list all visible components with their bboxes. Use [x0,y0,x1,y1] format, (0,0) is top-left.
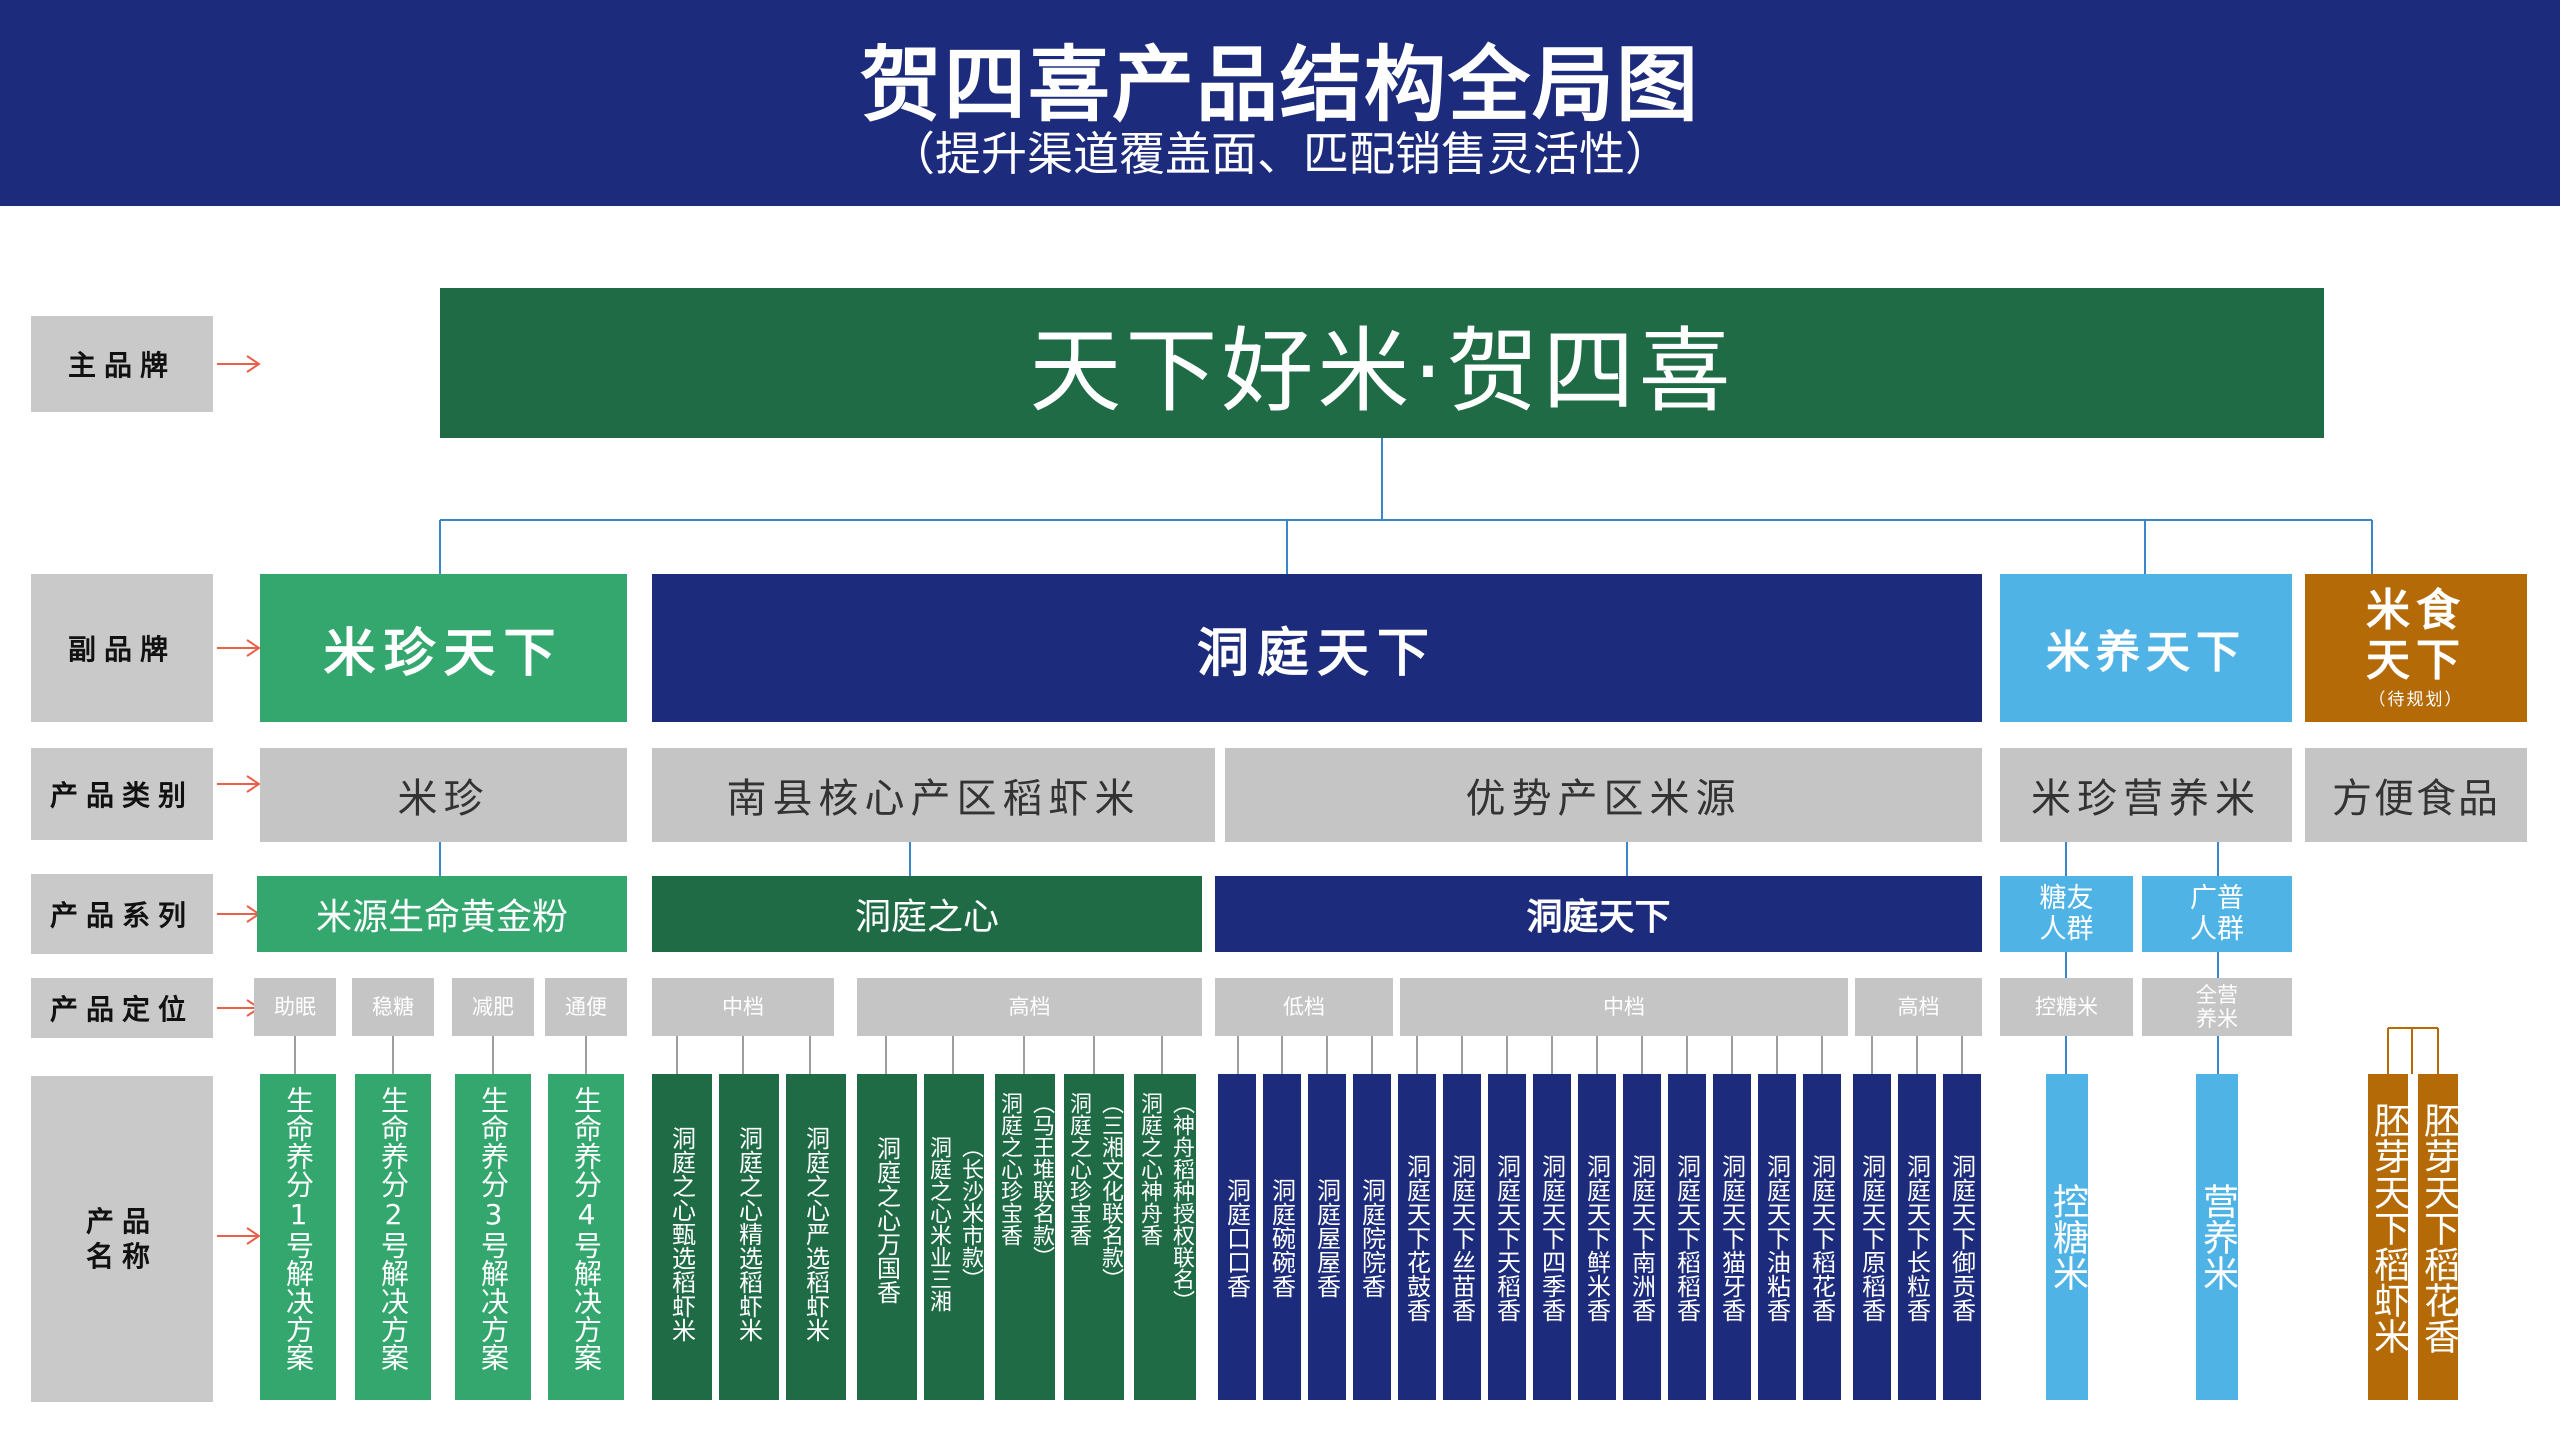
category-mizhen: 米珍 [260,748,627,842]
product-tx-mid: 洞庭天下油粘香 [1758,1074,1796,1400]
arrow-right-icon [217,905,261,923]
product-mizhen: 生命养分1号解决方案 [260,1074,336,1400]
product-tx-mid: 洞庭天下猫牙香 [1713,1074,1751,1400]
position-wentang: 稳糖 [352,978,434,1036]
product-tx-mid: 洞庭天下鲜米香 [1578,1074,1616,1400]
main-brand-box: 天下好米·贺四喜 [440,288,2324,438]
product-tx-mid: 洞庭天下花鼓香 [1398,1074,1436,1400]
position-quanying: 全营 养米 [2142,978,2292,1036]
position-zhumian: 助眠 [254,978,336,1036]
category-youshi: 优势产区米源 [1215,748,1982,842]
arrow-right-icon [217,1227,261,1245]
sub-brand-dongting: 洞庭天下 [652,574,1982,722]
position-tx-high: 高档 [1855,978,1982,1036]
header-bar [0,0,2560,206]
product-heart-high: 洞庭之心珍宝香（三湘文化联名款） [1064,1074,1124,1400]
series-mizhen: 米源生命黄金粉 [257,876,627,952]
product-tx-high: 洞庭天下长粒香 [1898,1074,1936,1400]
product-tx-low: 洞庭碗碗香 [1263,1074,1301,1400]
product-mishi: 胚芽天下稻花香 [2418,1074,2459,1400]
position-jianfei: 减肥 [452,978,534,1036]
product-tx-mid: 洞庭天下稻花香 [1803,1074,1841,1400]
arrow-right-icon [217,639,261,657]
position-heart-high: 高档 [857,978,1202,1036]
series-dongting-tianxia: 洞庭天下 [1215,876,1982,952]
row-label-category: 产品类别 [31,748,213,840]
product-tx-low: 洞庭屋屋香 [1308,1074,1346,1400]
product-kongtang: 控糖米 [2046,1074,2088,1400]
series-dongting-heart: 洞庭之心 [652,876,1202,952]
product-tx-high: 洞庭天下御贡香 [1943,1074,1981,1400]
product-tx-mid: 洞庭天下天稻香 [1488,1074,1526,1400]
product-mizhen: 生命养分2号解决方案 [355,1074,431,1400]
position-kongtang: 控糖米 [2000,978,2133,1036]
position-tx-mid: 中档 [1400,978,1848,1036]
sub-brand-miyang: 米养天下 [2000,574,2292,722]
product-mizhen: 生命养分3号解决方案 [455,1074,531,1400]
product-tx-mid: 洞庭天下稻稻香 [1668,1074,1706,1400]
product-tx-mid: 洞庭天下南洲香 [1623,1074,1661,1400]
product-heart-high: 洞庭之心万国香 [857,1074,917,1400]
product-tx-mid: 洞庭天下四季香 [1533,1074,1571,1400]
product-mizhen: 生命养分4号解决方案 [548,1074,624,1400]
page-subtitle: （提升渠道覆盖面、匹配销售灵活性） [889,127,1671,181]
sub-brand-mishi-note: （待规划） [2368,689,2464,710]
position-heart-mid: 中档 [652,978,834,1036]
arrow-right-icon [217,355,261,373]
product-heart-mid: 洞庭之心甄选稻虾米 [652,1074,712,1400]
product-heart-high: 洞庭之心珍宝香（马王堆联名款） [995,1074,1055,1400]
position-tongbian: 通便 [545,978,627,1036]
product-tx-mid: 洞庭天下丝苗香 [1443,1074,1481,1400]
category-yingyang: 米珍营养米 [2000,748,2292,842]
sub-brand-mishi: 米食 天下 （待规划） [2305,574,2527,722]
series-tangyou: 糖友 人群 [2000,876,2133,952]
arrow-right-icon [217,775,261,793]
position-tx-low: 低档 [1215,978,1393,1036]
row-label-series: 产品系列 [31,874,213,954]
sub-brand-mishi-label: 米食 天下 [2366,585,2466,686]
sub-brand-mizhen: 米珍天下 [260,574,627,722]
category-nanxian: 南县核心产区稻虾米 [652,748,1215,842]
row-label-positioning: 产品定位 [31,978,213,1038]
series-guangpu: 广普 人群 [2142,876,2292,952]
product-tx-low: 洞庭口口香 [1218,1074,1256,1400]
product-mishi: 胚芽天下稻虾米 [2368,1074,2409,1400]
row-label-sub-brand: 副品牌 [31,574,213,722]
product-heart-high: 洞庭之心米业三湘（长沙米市款） [924,1074,984,1400]
row-label-product-name: 产品 名称 [31,1076,213,1402]
category-fangbian: 方便食品 [2305,748,2527,842]
product-heart-high: 洞庭之心神舟香（神舟稻种授权联名） [1134,1074,1196,1400]
product-tx-low: 洞庭院院香 [1353,1074,1391,1400]
product-heart-mid: 洞庭之心精选稻虾米 [719,1074,779,1400]
page-title: 贺四喜产品结构全局图 [859,38,1700,133]
product-heart-mid: 洞庭之心严选稻虾米 [786,1074,846,1400]
product-tx-high: 洞庭天下原稻香 [1853,1074,1891,1400]
product-yingyang: 营养米 [2196,1074,2238,1400]
row-label-main-brand: 主品牌 [31,316,213,412]
